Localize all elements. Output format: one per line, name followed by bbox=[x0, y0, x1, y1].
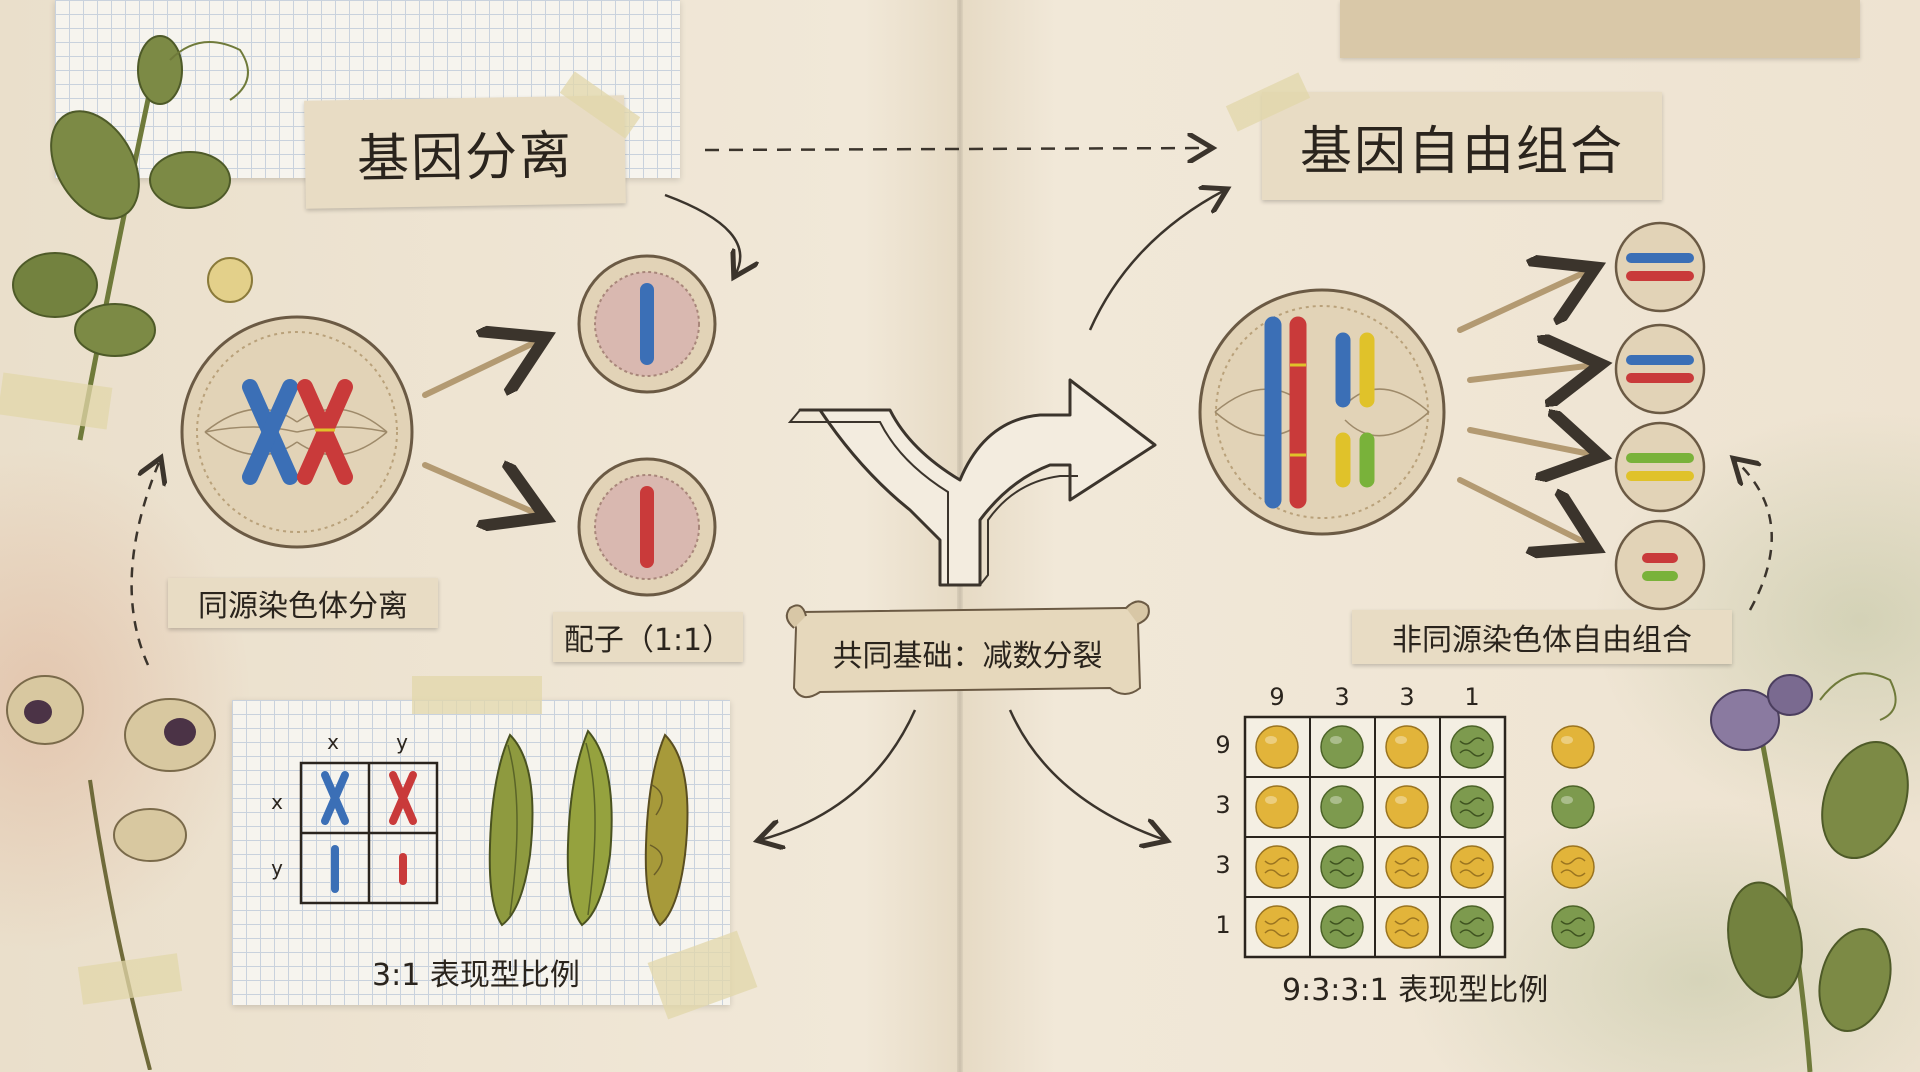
gamete-cell-blue-red bbox=[1614, 221, 1706, 313]
punnett-square-right: 9 3 3 1 9 3 3 1 bbox=[1215, 683, 1595, 959]
gamete-cell-green-yellow bbox=[1614, 421, 1706, 513]
pea-yellow-wrinkled bbox=[1255, 845, 1299, 889]
pea-pods bbox=[488, 729, 689, 927]
pea-green-wrinkled bbox=[1320, 845, 1364, 889]
pea-yellow-wrinkled bbox=[1255, 905, 1299, 949]
label-ratio-right: 9:3:3:1 表现型比例 bbox=[1282, 973, 1549, 1008]
row-header: 1 bbox=[1215, 911, 1230, 939]
pea-green-round bbox=[1551, 785, 1595, 829]
pea-yellow-wrinkled bbox=[1551, 845, 1595, 889]
meiosis-cell-left bbox=[180, 315, 414, 549]
row-header: x bbox=[271, 790, 283, 814]
chromosome-red-x bbox=[297, 379, 353, 485]
pea-legend bbox=[1551, 725, 1595, 949]
gamete-cell-blue bbox=[577, 254, 717, 394]
pressed-pea-flower-left bbox=[6, 675, 216, 1070]
tape bbox=[412, 676, 542, 714]
meiosis-cell-right bbox=[1198, 288, 1446, 536]
pea-yellow-round bbox=[1255, 725, 1299, 769]
pea-pod-icon bbox=[488, 733, 534, 927]
col-header: 1 bbox=[1464, 683, 1479, 711]
punnett-square-left: x y x y bbox=[271, 730, 439, 905]
row-header: y bbox=[271, 856, 283, 880]
col-header: 3 bbox=[1399, 683, 1414, 711]
pea-green-wrinkled bbox=[1450, 785, 1494, 829]
column-headers: 9 3 3 1 bbox=[1269, 683, 1479, 711]
gamete-cell-red-green bbox=[1614, 519, 1706, 611]
pressed-pea-flower-right bbox=[1710, 672, 1909, 1072]
gamete-cell-blue-red-2 bbox=[1614, 323, 1706, 415]
pea-green-round bbox=[1320, 725, 1364, 769]
pea-pod-icon bbox=[566, 729, 613, 927]
pea-yellow-wrinkled bbox=[1450, 845, 1494, 889]
row-header: 3 bbox=[1215, 791, 1230, 819]
col-header: x bbox=[327, 730, 339, 754]
label-ratio-left: 3:1 表现型比例 bbox=[372, 958, 580, 993]
chromosome-red-x bbox=[389, 771, 417, 825]
torn-paper-top-right bbox=[1340, 0, 1860, 58]
pea-cells bbox=[1255, 725, 1494, 949]
pea-green-wrinkled bbox=[1450, 905, 1494, 949]
col-header: 9 bbox=[1269, 683, 1284, 711]
pea-yellow-round bbox=[1385, 785, 1429, 829]
label-nonhomologous-assortment: 非同源染色体自由组合 bbox=[1352, 610, 1732, 664]
pea-green-wrinkled bbox=[1320, 905, 1364, 949]
chromosome-blue-x bbox=[242, 379, 298, 485]
pea-pod-icon bbox=[644, 733, 689, 927]
scroll-banner bbox=[785, 600, 1150, 699]
label-common-basis: 共同基础：减数分裂 bbox=[832, 639, 1103, 674]
split-arrow-icon bbox=[787, 378, 1157, 587]
row-headers: 9 3 3 1 bbox=[1215, 731, 1230, 939]
label-gametes: 配子（1:1） bbox=[553, 612, 743, 662]
label-homologous-separation: 同源染色体分离 bbox=[168, 578, 438, 628]
gamete-cell-red bbox=[577, 457, 717, 597]
chromosome-blue-x bbox=[321, 771, 349, 825]
pea-yellow-wrinkled bbox=[1385, 845, 1429, 889]
pea-yellow-round bbox=[1551, 725, 1595, 769]
pea-green-wrinkled bbox=[1551, 905, 1595, 949]
col-header: 3 bbox=[1334, 683, 1349, 711]
title-independent-assortment: 基因自由组合 bbox=[1262, 92, 1662, 200]
row-header: 3 bbox=[1215, 851, 1230, 879]
pea-yellow-round bbox=[1255, 785, 1299, 829]
col-header: y bbox=[396, 730, 408, 754]
pea-yellow-round bbox=[1385, 725, 1429, 769]
pea-green-wrinkled bbox=[1450, 725, 1494, 769]
pea-yellow-wrinkled bbox=[1385, 905, 1429, 949]
pea-green-round bbox=[1320, 785, 1364, 829]
row-header: 9 bbox=[1215, 731, 1230, 759]
